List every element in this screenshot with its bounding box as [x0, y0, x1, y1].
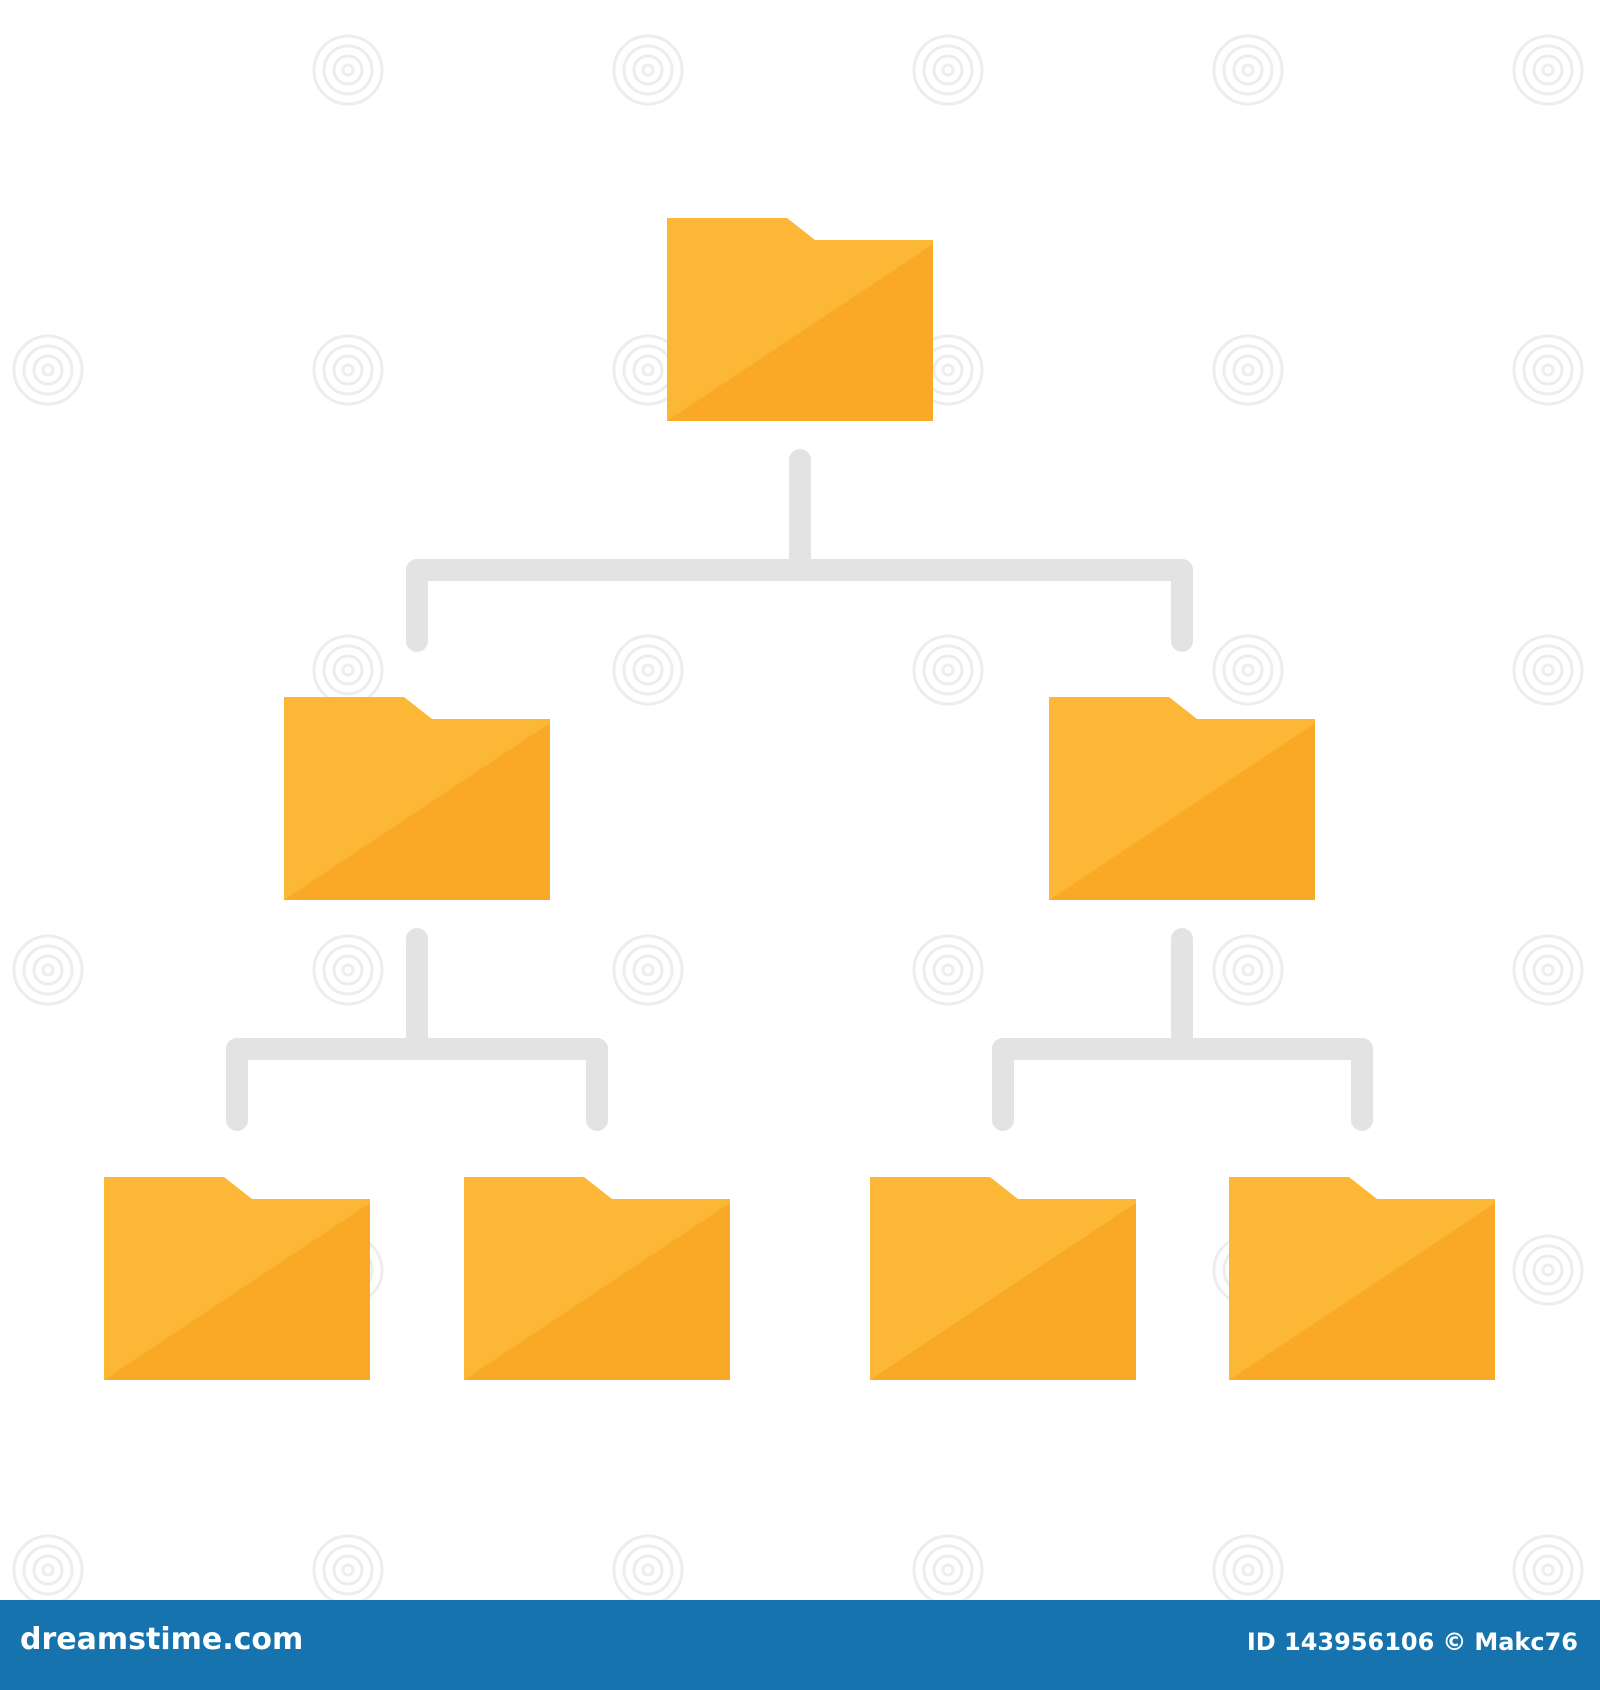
brand-logo: dreamstime.com — [20, 1622, 304, 1657]
watermark-spiral-icon — [1212, 334, 1284, 406]
folder-icon — [284, 697, 550, 900]
folder-icon — [1049, 697, 1315, 900]
watermark-spiral-icon — [312, 1534, 384, 1606]
watermark-spiral-icon — [1512, 634, 1584, 706]
watermark-spiral-icon — [1512, 1234, 1584, 1306]
watermark-spiral-icon — [12, 1534, 84, 1606]
watermark-spiral-icon — [12, 334, 84, 406]
folder-nodes — [104, 218, 1495, 1380]
watermark-spiral-icon — [912, 634, 984, 706]
watermark-spiral-icon — [1212, 634, 1284, 706]
watermark-spiral-icon — [1512, 34, 1584, 106]
folder-icon — [870, 1177, 1136, 1380]
watermark-spiral-icon — [312, 34, 384, 106]
watermark-spiral-icon — [912, 934, 984, 1006]
watermark-spiral-icon — [12, 934, 84, 1006]
folder-icon — [1229, 1177, 1495, 1380]
watermark-spiral-icon — [1512, 334, 1584, 406]
watermark-spiral-icon — [312, 634, 384, 706]
hierarchy-diagram — [12, 34, 1584, 1606]
copyright-symbol: © — [1442, 1628, 1467, 1656]
watermark-spiral-icon — [312, 934, 384, 1006]
watermark-spiral-icon — [1212, 1534, 1284, 1606]
image-id: ID 143956106 — [1246, 1628, 1435, 1656]
watermark-spiral-icon — [612, 934, 684, 1006]
connector-lines — [226, 449, 1373, 1131]
diagram-canvas — [12, 34, 1584, 1606]
author-name: Makc76 — [1474, 1628, 1578, 1656]
image-credit: ID 143956106 © Makc76 — [1247, 1628, 1578, 1656]
footer-bar: dreamstime.com ID 143956106 © Makc76 — [0, 1600, 1600, 1690]
watermark-spiral-icon — [1212, 34, 1284, 106]
folder-icon — [104, 1177, 370, 1380]
folder-icon — [464, 1177, 730, 1380]
watermark-spiral-icon — [1512, 934, 1584, 1006]
watermark-spiral-icon — [612, 634, 684, 706]
folder-icon — [667, 218, 933, 421]
watermark-spiral-icon — [912, 1534, 984, 1606]
watermark-spiral-icon — [912, 34, 984, 106]
watermark-spiral-icon — [1512, 1534, 1584, 1606]
watermark-spiral-icon — [612, 34, 684, 106]
watermark-spiral-icon — [612, 1534, 684, 1606]
watermark-spiral-icon — [1212, 934, 1284, 1006]
watermark-spiral-icon — [312, 334, 384, 406]
